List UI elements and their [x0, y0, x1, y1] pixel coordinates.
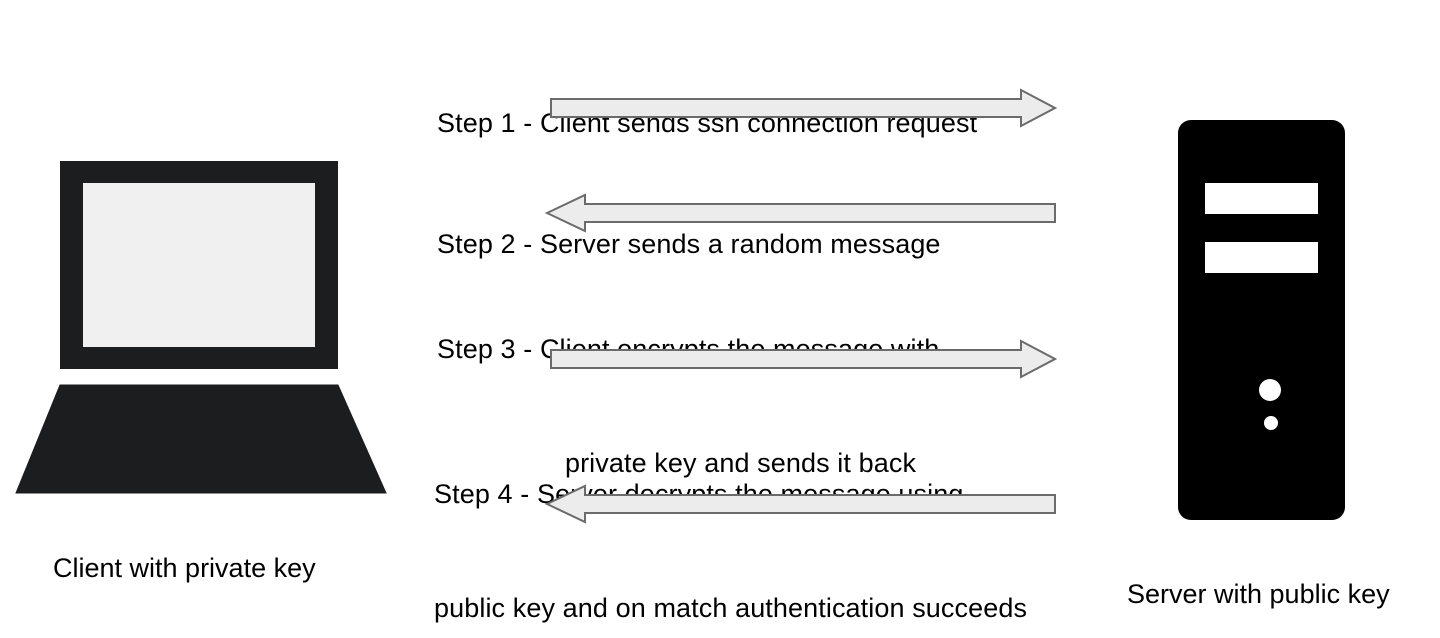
laptop-base: [8, 383, 398, 498]
laptop-screen: [83, 183, 315, 347]
server-caption: Server with public key: [1127, 579, 1390, 609]
server-drive-bay-1: [1205, 183, 1318, 214]
laptop-screen-frame: [60, 161, 338, 369]
server-status-led-icon: [1264, 416, 1278, 430]
step-4-line-2: public key and on match authentication s…: [434, 593, 1028, 623]
server-tower-icon: [1170, 112, 1355, 532]
block-arrow-left-icon: [545, 193, 1056, 233]
arrow-step-2-left: [545, 193, 1057, 233]
laptop-base-shape: [15, 384, 387, 494]
server-drive-bay-2: [1205, 242, 1318, 273]
block-arrow-left-icon: [545, 484, 1056, 524]
arrow-step-1-right: [549, 88, 1057, 128]
arrow-step-4-left: [545, 484, 1057, 524]
server-chassis: [1178, 120, 1345, 520]
block-arrow-right-icon: [550, 88, 1057, 128]
block-arrow-right-icon: [550, 339, 1057, 379]
step-2-label: Step 2 - Server sends a random message: [437, 149, 941, 339]
step-2-line-1: Step 2 - Server sends a random message: [437, 229, 941, 259]
server-power-button-icon: [1259, 379, 1281, 401]
laptop-icon: [8, 155, 398, 500]
arrow-step-3-right: [549, 339, 1057, 379]
step-3-line-2: private key and sends it back: [564, 448, 917, 478]
client-caption: Client with private key: [53, 553, 316, 583]
